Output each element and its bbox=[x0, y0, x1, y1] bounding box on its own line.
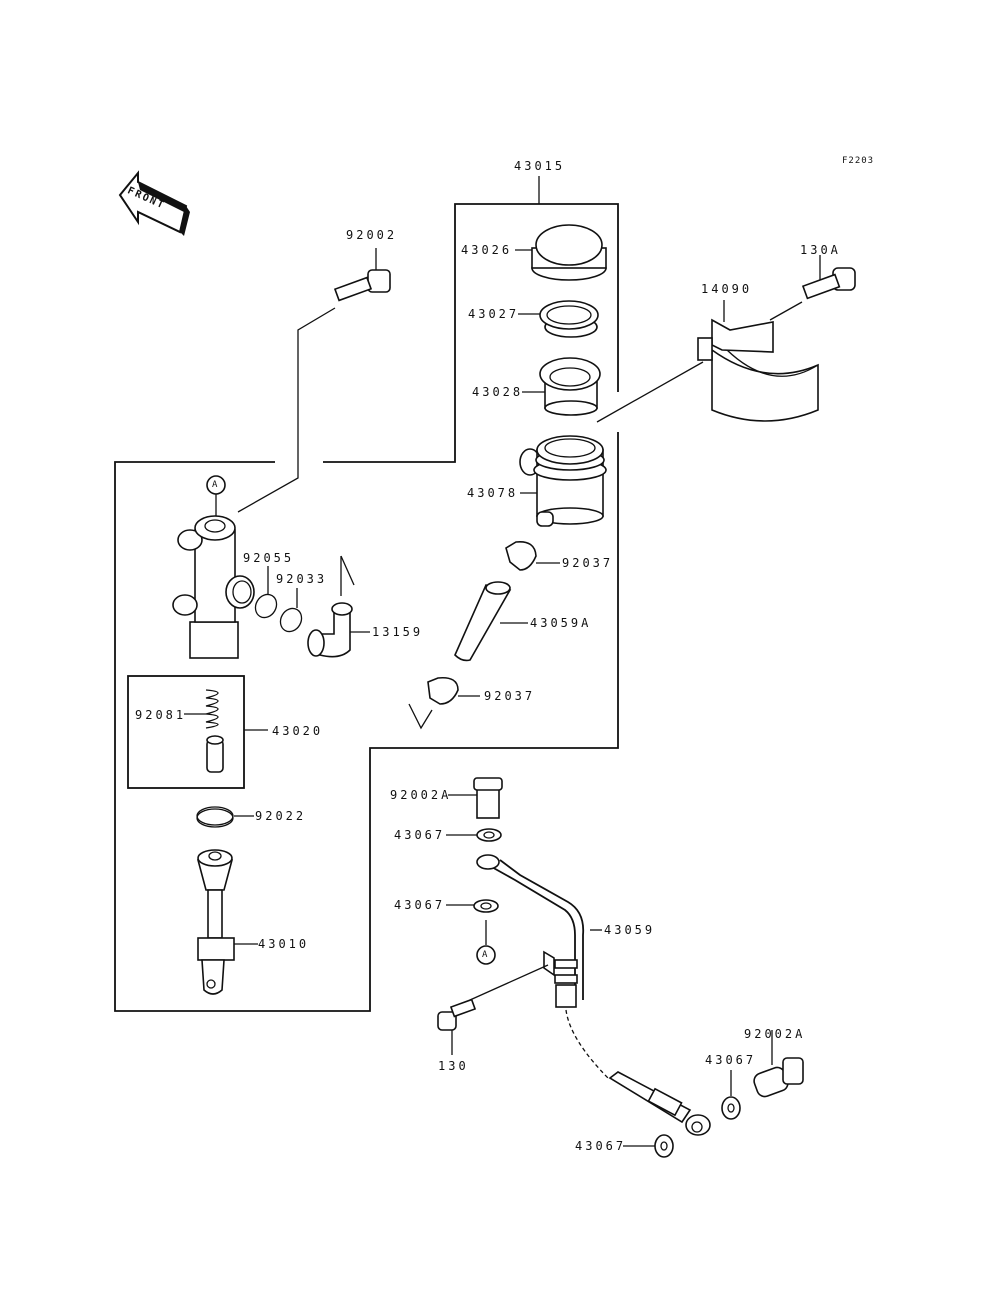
bolt-130A-icon bbox=[769, 255, 856, 321]
part-label-92037-top[interactable]: 92037 bbox=[562, 556, 614, 570]
part-label-43020[interactable]: 43020 bbox=[272, 724, 324, 738]
part-label-43010[interactable]: 43010 bbox=[258, 937, 310, 951]
clamp-92037-bottom-icon bbox=[408, 676, 480, 730]
bracket-14090-icon bbox=[596, 300, 819, 423]
figure-ref: F2203 bbox=[842, 156, 875, 166]
callout-a-top bbox=[206, 475, 226, 518]
banjo-bolt-92002A-bottom-icon bbox=[753, 1030, 804, 1098]
reservoir-43078-icon bbox=[519, 435, 607, 527]
front-arrow-icon bbox=[118, 170, 190, 236]
part-label-130A[interactable]: 130A bbox=[800, 243, 841, 257]
master-cylinder-body-icon bbox=[172, 515, 255, 659]
part-label-92081[interactable]: 92081 bbox=[135, 708, 187, 722]
part-label-92002A-bottom[interactable]: 92002A bbox=[744, 1027, 806, 1041]
part-label-43059A[interactable]: 43059A bbox=[530, 616, 592, 630]
part-label-92022[interactable]: 92022 bbox=[255, 809, 307, 823]
bolt-92002-icon bbox=[237, 248, 391, 513]
part-label-92037-bottom[interactable]: 92037 bbox=[484, 689, 536, 703]
part-label-43059[interactable]: 43059 bbox=[604, 923, 656, 937]
part-label-92055[interactable]: 92055 bbox=[243, 551, 295, 565]
diaphragm-43027-icon bbox=[518, 300, 599, 338]
part-label-14090[interactable]: 14090 bbox=[701, 282, 753, 296]
clamp-92037-top-icon bbox=[505, 540, 560, 571]
part-label-43027[interactable]: 43027 bbox=[468, 307, 520, 321]
part-label-43067-d[interactable]: 43067 bbox=[575, 1139, 627, 1153]
part-label-43078[interactable]: 43078 bbox=[467, 486, 519, 500]
banjo-bolt-92002A-top-icon bbox=[448, 777, 503, 819]
piston-icon bbox=[206, 729, 268, 773]
assembly-frames bbox=[114, 176, 619, 1012]
part-label-43067-b[interactable]: 43067 bbox=[394, 898, 446, 912]
part-label-92033[interactable]: 92033 bbox=[276, 572, 328, 586]
callout-a-bottom bbox=[476, 920, 496, 965]
cap-43026-icon bbox=[515, 224, 607, 281]
part-label-43067-a[interactable]: 43067 bbox=[394, 828, 446, 842]
push-rod-43010-icon bbox=[196, 849, 258, 995]
part-label-43067-c[interactable]: 43067 bbox=[705, 1053, 757, 1067]
part-label-92002A-top[interactable]: 92002A bbox=[390, 788, 452, 802]
callout-marker-bottom: A bbox=[482, 950, 489, 960]
spring-92081-icon bbox=[184, 689, 219, 729]
callout-marker-top: A bbox=[212, 480, 219, 490]
o-ring-92033-icon bbox=[279, 588, 303, 633]
part-label-13159[interactable]: 13159 bbox=[372, 625, 424, 639]
part-label-92002[interactable]: 92002 bbox=[346, 228, 398, 242]
hose-43059A-icon bbox=[454, 581, 528, 662]
washer-43067-b-icon bbox=[446, 899, 499, 913]
plate-43028-icon bbox=[522, 357, 601, 416]
bolt-130-icon bbox=[437, 964, 549, 1055]
elbow-fitting-13159-icon bbox=[307, 555, 370, 658]
part-label-43026[interactable]: 43026 bbox=[461, 243, 513, 257]
brake-pipe-43059-icon bbox=[476, 854, 611, 1081]
o-ring-92055-icon bbox=[254, 566, 278, 619]
part-label-43028[interactable]: 43028 bbox=[472, 385, 524, 399]
washer-43067-d-icon bbox=[623, 1134, 674, 1158]
banjo-fitting-lower-icon bbox=[608, 1071, 711, 1136]
washer-43067-c-icon bbox=[721, 1070, 741, 1120]
part-label-43015[interactable]: 43015 bbox=[514, 159, 566, 173]
circlip-92022-icon bbox=[196, 806, 254, 828]
washer-43067-a-icon bbox=[446, 828, 502, 842]
part-label-130[interactable]: 130 bbox=[438, 1059, 469, 1073]
